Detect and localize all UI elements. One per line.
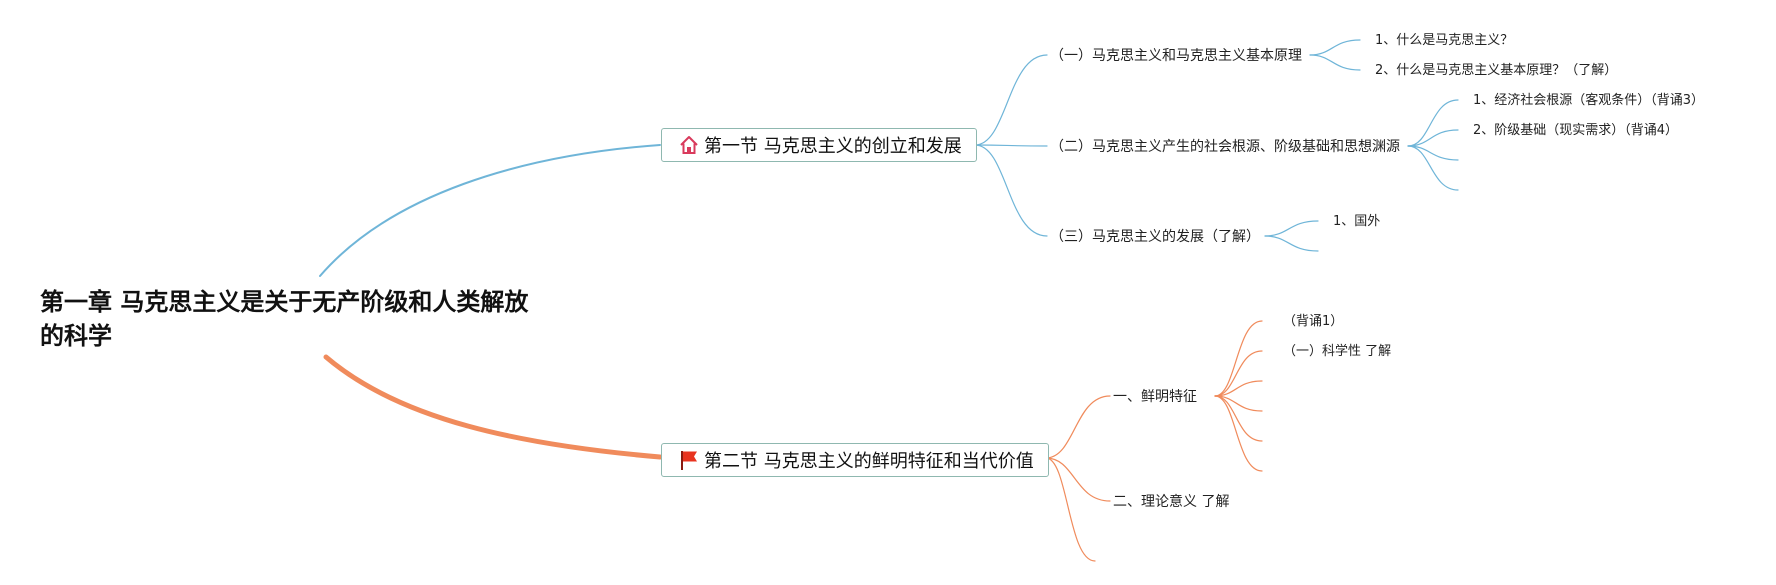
- sub-2-1-to-leaf-1: [1214, 320, 1263, 397]
- leaf-1-1-1[interactable]: 1、什么是马克思主义？: [1375, 33, 1514, 48]
- subtopic-2-1[interactable]: 一、鲜明特征: [1113, 389, 1197, 405]
- section-1-to-sub-1: [974, 54, 1048, 146]
- section-2-to-sub-3: [1045, 457, 1096, 562]
- sub-1-2-to-leaf-2: [1407, 129, 1459, 147]
- root-to-section-2: [323, 354, 663, 460]
- section-1-to-sub-2: [974, 144, 1048, 147]
- sub-2-1-to-leaf-2: [1214, 350, 1263, 397]
- leaf-1-1-2[interactable]: 2、什么是马克思主义基本原理？（了解）: [1375, 63, 1618, 78]
- section-1-topic[interactable]: 第一节 马克思主义的创立和发展: [661, 128, 977, 162]
- sub-1-2-to-leaf-1: [1407, 99, 1459, 147]
- section-1-label: 第一节 马克思主义的创立和发展: [704, 136, 962, 157]
- section-2-to-sub-1: [1045, 395, 1111, 459]
- section-2-label: 第二节 马克思主义的鲜明特征和当代价值: [704, 451, 1034, 472]
- section-2-topic[interactable]: 第二节 马克思主义的鲜明特征和当代价值: [661, 443, 1049, 477]
- section-1-to-sub-3: [974, 144, 1048, 237]
- sub-1-2-to-leaf-4: [1407, 145, 1459, 191]
- subtopic-1-2[interactable]: （二）马克思主义产生的社会根源、阶级基础和思想渊源: [1050, 139, 1400, 155]
- leaf-1-3-1[interactable]: 1、国外: [1333, 214, 1381, 229]
- sub-2-1-to-leaf-5: [1214, 395, 1263, 442]
- flag-icon: [678, 449, 700, 471]
- root-to-section-1: [319, 144, 661, 277]
- sub-1-3-to-leaf-1: [1264, 220, 1319, 237]
- sub-2-1-to-leaf-6: [1214, 395, 1263, 472]
- home-icon: [678, 134, 700, 156]
- sub-1-3-to-leaf-2: [1264, 235, 1319, 252]
- subtopic-1-1[interactable]: （一）马克思主义和马克思主义基本原理: [1050, 48, 1302, 64]
- root-topic[interactable]: 第一章 马克思主义是关于无产阶级和人类解放的科学: [40, 288, 529, 350]
- subtopic-2-2[interactable]: 二、理论意义 了解: [1113, 494, 1230, 510]
- section-2-to-sub-2: [1045, 457, 1111, 502]
- leaf-1-2-2[interactable]: 2、阶级基础（现实需求）（背诵4）: [1473, 123, 1679, 138]
- subtopic-1-3[interactable]: （三）马克思主义的发展（了解）: [1050, 229, 1260, 245]
- sub-2-1-to-leaf-3: [1214, 380, 1263, 397]
- leaf-2-1-1[interactable]: （背诵1）: [1283, 314, 1344, 329]
- sub-1-1-to-leaf-1: [1309, 39, 1361, 56]
- leaf-2-1-2[interactable]: （一）科学性 了解: [1283, 344, 1392, 359]
- sub-1-1-to-leaf-2: [1309, 54, 1361, 71]
- leaf-1-2-1[interactable]: 1、经济社会根源（客观条件）（背诵3）: [1473, 93, 1705, 108]
